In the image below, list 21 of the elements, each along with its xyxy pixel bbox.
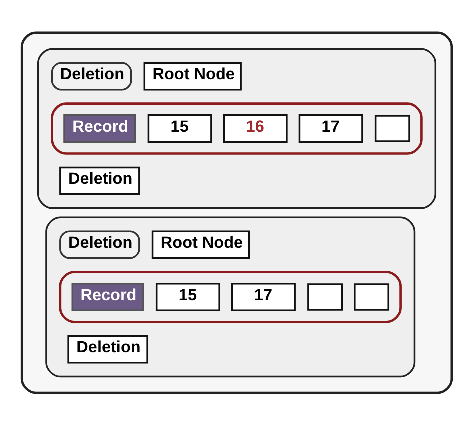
node-box: 17 xyxy=(298,114,364,144)
node-box: 16 xyxy=(223,114,288,144)
node-box: Record xyxy=(72,282,144,312)
node-box: Deletion xyxy=(60,230,140,260)
cluster xyxy=(51,102,423,155)
node-box xyxy=(308,284,343,311)
node-box: Record xyxy=(64,114,136,144)
cluster xyxy=(46,216,416,378)
node-box: 15 xyxy=(148,114,212,144)
cluster xyxy=(59,271,402,324)
node-box: Root Node xyxy=(144,62,242,91)
node-box: Root Node xyxy=(152,230,250,260)
cluster xyxy=(20,32,454,394)
node-box: 15 xyxy=(156,282,220,312)
node-box xyxy=(374,115,410,142)
cluster xyxy=(37,48,437,210)
node-box: Deletion xyxy=(60,166,140,196)
node-box: 17 xyxy=(231,282,296,312)
node-box: Deletion xyxy=(68,335,148,364)
node-box xyxy=(354,284,390,311)
node-box: Deletion xyxy=(51,62,132,91)
